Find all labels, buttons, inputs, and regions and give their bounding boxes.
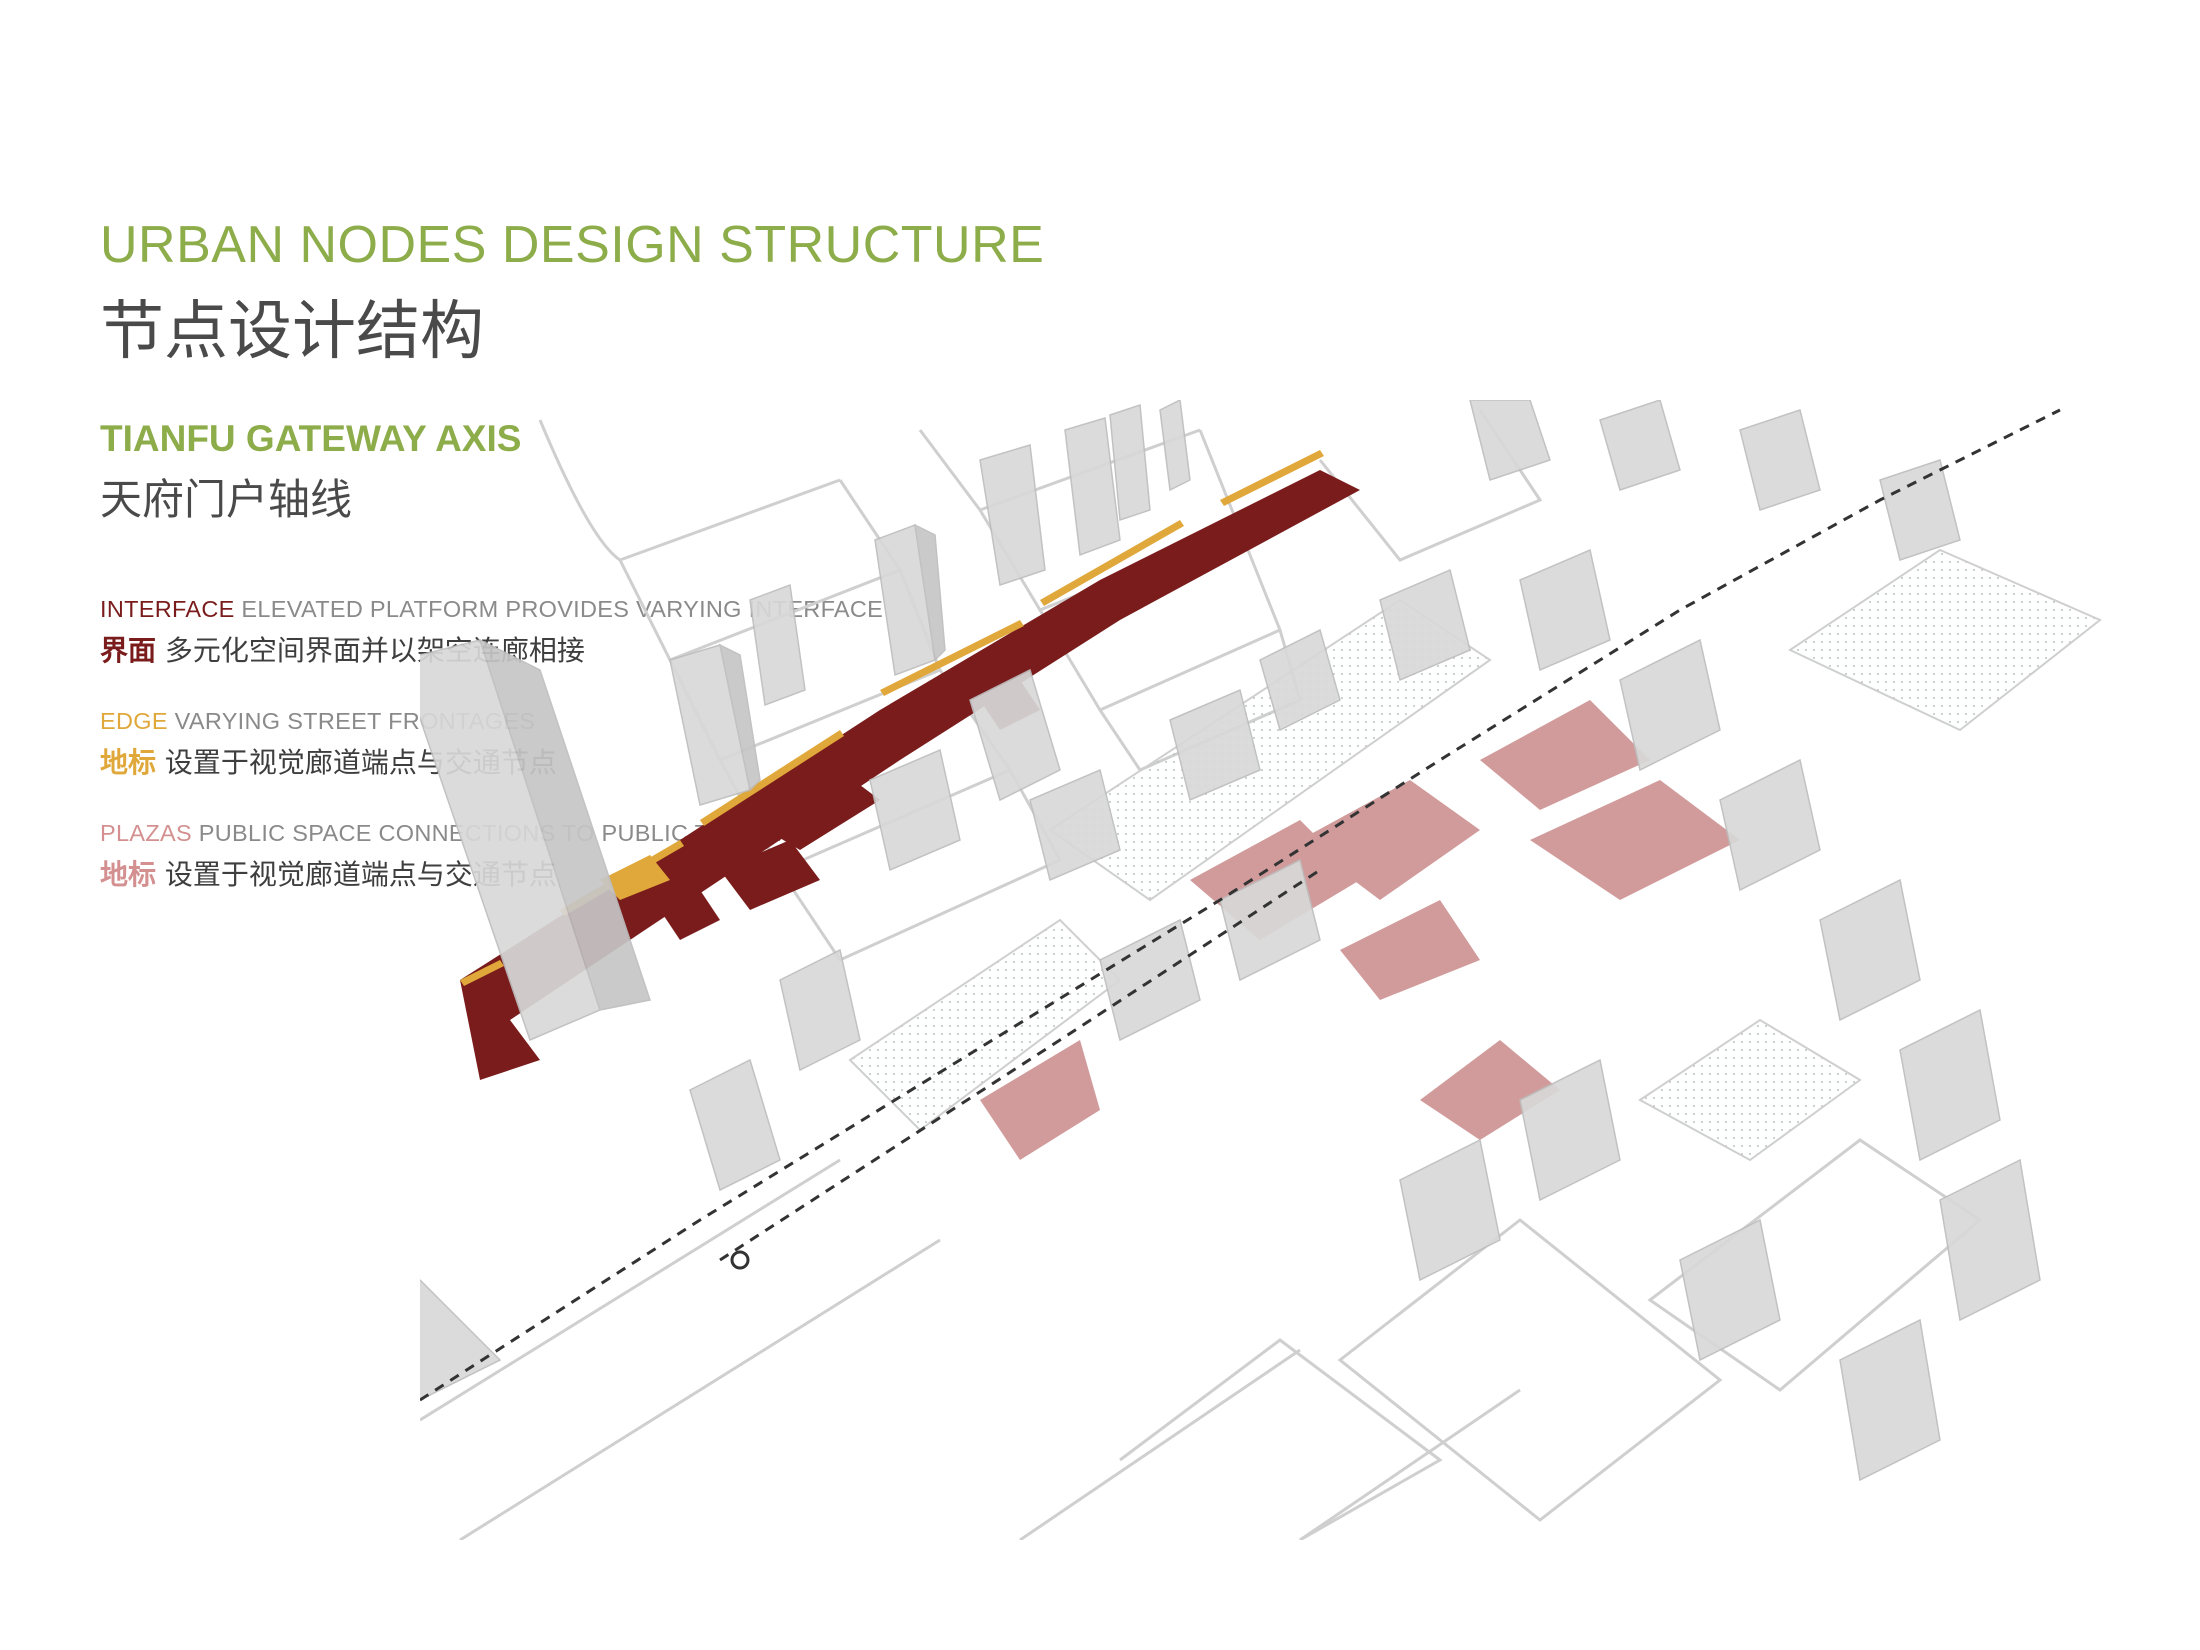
plaza-areas [980, 700, 1740, 1160]
street-grid [420, 409, 1983, 1540]
section-title: TIANFU GATEWAY AXIS [100, 418, 522, 459]
transit-station-icon [730, 1250, 750, 1270]
legend-key-plazas: PLAZAS [100, 820, 192, 846]
page-title: URBAN NODES DESIGN STRUCTURE [100, 216, 1045, 274]
transit-line [420, 408, 2061, 1402]
legend-key-cn-plazas: 地标 [100, 858, 157, 891]
legend-key-interface: INTERFACE [100, 596, 235, 622]
legend-key-cn-interface: 界面 [100, 634, 157, 667]
buildings [420, 400, 2041, 1482]
legend-key-edge: EDGE [100, 708, 168, 734]
section-title-cn: 天府门户轴线 [100, 475, 353, 524]
axonometric-diagram [420, 400, 2102, 1540]
legend-key-cn-edge: 地标 [100, 746, 157, 779]
open-space [848, 548, 2102, 1162]
page-title-cn: 节点设计结构 [100, 295, 484, 369]
